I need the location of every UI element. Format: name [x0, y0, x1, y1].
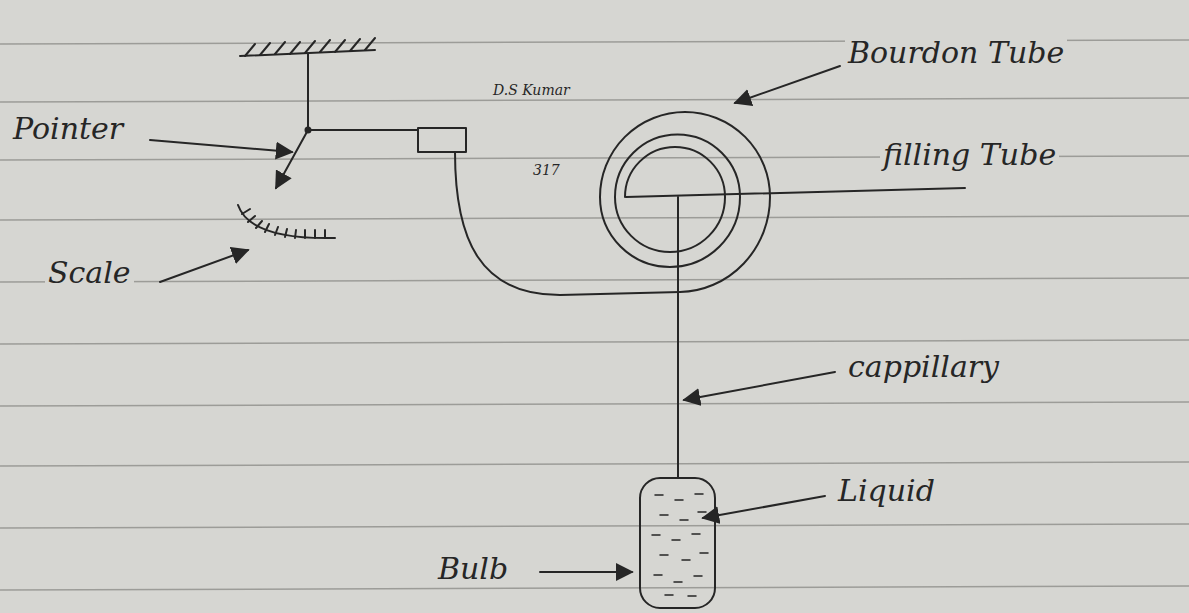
part-label: cappillary [845, 350, 1002, 385]
bulb [640, 478, 715, 608]
part-label: Bulb [435, 552, 511, 587]
part-label: filling Tube [880, 138, 1059, 173]
part-label: Bourdon Tube [845, 36, 1067, 71]
part-label: Pointer [10, 112, 126, 147]
ceiling-support [240, 38, 375, 130]
leader-lines [150, 66, 840, 572]
watermark: D.S Kumar [490, 82, 573, 98]
pointer [276, 128, 311, 189]
bourdon-tube [455, 112, 770, 295]
ruled-lines [0, 40, 1189, 590]
part-label: Liquid [835, 474, 938, 509]
page-number: 317 [530, 162, 563, 178]
capillary [677, 197, 679, 478]
scale-arc [238, 205, 335, 238]
linkage [308, 128, 466, 152]
filling-tube [626, 188, 965, 197]
part-label: Scale [45, 256, 134, 291]
